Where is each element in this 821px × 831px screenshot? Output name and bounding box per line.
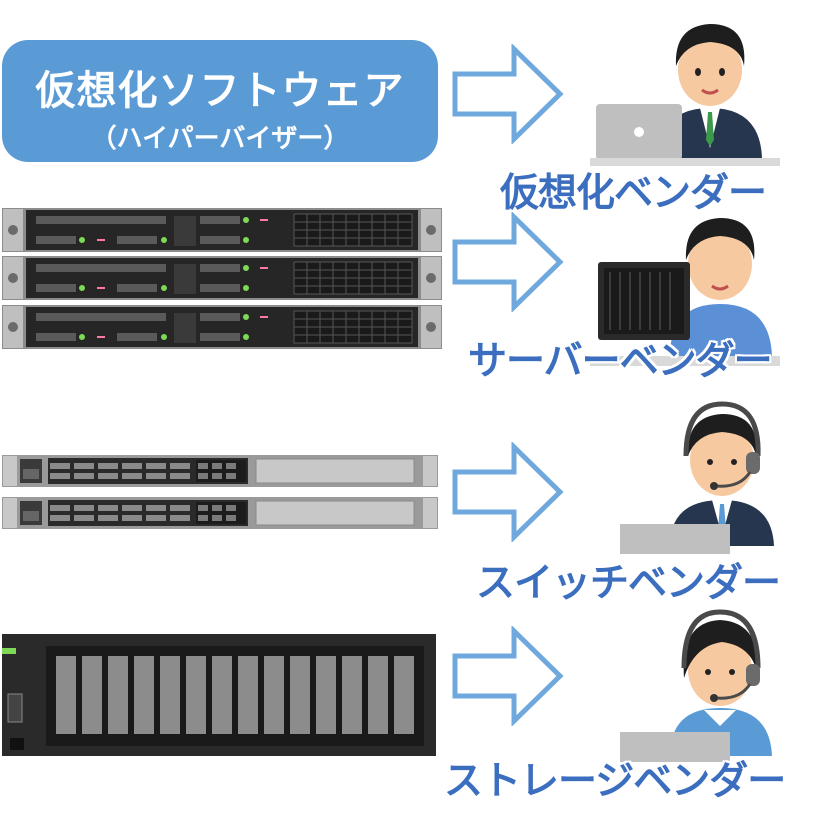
rack-server-icon — [2, 208, 442, 252]
engineer-monitor-icon — [590, 218, 780, 366]
support-headset-woman-icon — [620, 609, 772, 762]
arrow-right-icon — [452, 44, 564, 144]
software-title: 仮想化ソフトウェア — [35, 68, 405, 114]
arrow-right-icon — [452, 212, 564, 312]
vendor-label-virtualization: 仮想化ベンダー — [500, 171, 767, 216]
businessman-laptop-icon — [590, 24, 780, 166]
vendor-label-storage: ストレージベンダー — [444, 759, 786, 804]
rack-server-icon — [2, 256, 442, 300]
arrow-right-icon — [452, 442, 564, 542]
network-switch-icon — [2, 455, 438, 487]
support-headset-man-icon — [620, 401, 774, 554]
storage-array-icon — [2, 634, 436, 756]
software-subtitle: （ハイパーバイザー） — [90, 124, 350, 154]
vendor-label-server: サーバーベンダー — [468, 339, 773, 384]
rack-server-icon — [2, 305, 442, 349]
arrow-right-icon — [452, 626, 564, 726]
virtualization-software-box: 仮想化ソフトウェア （ハイパーバイザー） — [2, 40, 438, 162]
vendor-label-switch: スイッチベンダー — [476, 561, 781, 606]
network-switch-icon — [2, 497, 438, 529]
